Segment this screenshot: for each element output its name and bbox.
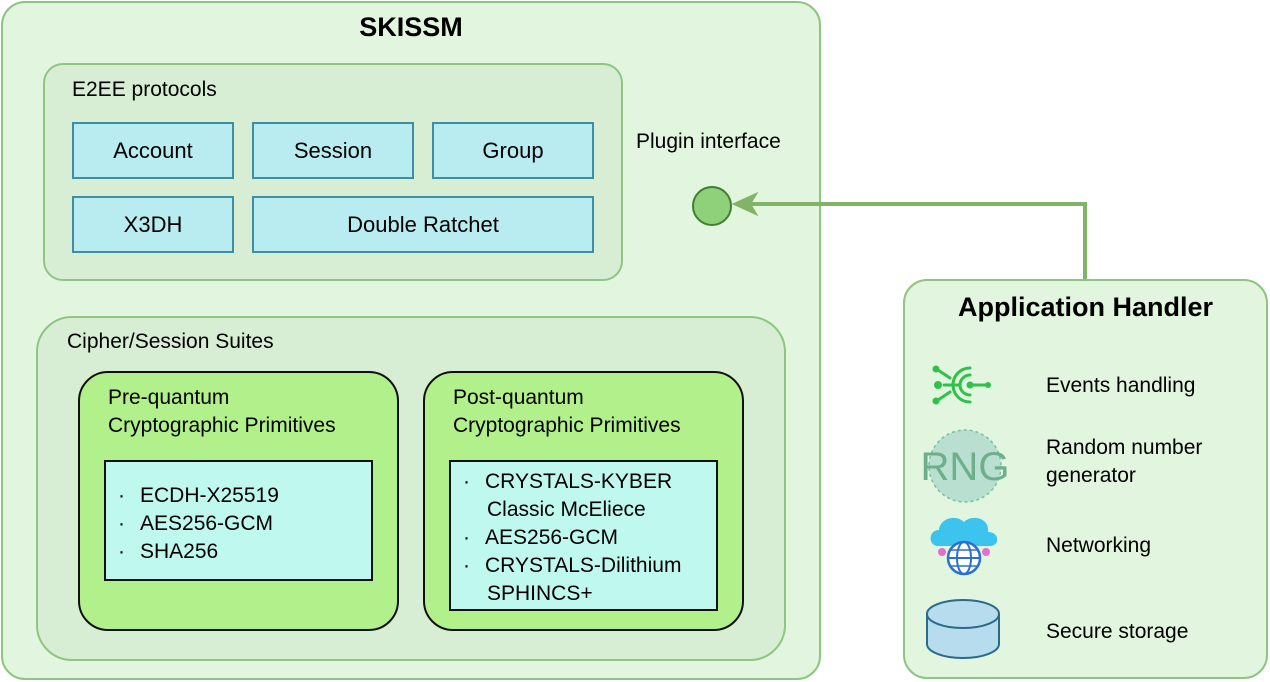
post-quantum-title-line2: Cryptographic Primitives (453, 414, 681, 437)
bullet: · (118, 512, 125, 535)
protocol-x3dh: X3DH (72, 196, 234, 253)
database-icon (926, 599, 1000, 659)
algorithm-name: CRYSTALS-Dilithium (485, 554, 682, 577)
protocol-group: Group (432, 122, 594, 179)
bullet: · (463, 526, 470, 549)
post-quantum-algorithm-list: · CRYSTALS-KYBER Classic McEliece · AES256… (449, 460, 718, 611)
rng-icon: RNG (921, 429, 1010, 503)
protocol-session: Session (252, 122, 414, 179)
bullet: · (463, 470, 470, 493)
protocol-account: Account (72, 122, 234, 179)
algorithm-name: AES256-GCM (485, 526, 619, 549)
algorithm-name: CRYSTALS-KYBER (485, 470, 673, 493)
algorithm-name: ECDH-X25519 (140, 484, 279, 507)
algorithm-item-continued: SPHINCS+ (451, 580, 716, 608)
algorithm-name: AES256-GCM (140, 512, 274, 535)
rng-label-line1: Random number (1046, 436, 1203, 459)
algorithm-name: Classic McEliece (487, 498, 646, 521)
algorithm-name: SPHINCS+ (487, 582, 593, 605)
plugin-interface-label: Plugin interface (636, 130, 781, 153)
algorithm-item: · CRYSTALS-Dilithium (451, 552, 716, 580)
algorithm-item: · AES256-GCM (451, 524, 716, 552)
events-handling-label: Events handling (1046, 374, 1196, 397)
pre-quantum-algorithm-list: · ECDH-X25519 · AES256-GCM · SHA256 (104, 460, 373, 581)
pre-quantum-title-line1: Pre-quantum (108, 386, 230, 409)
algorithm-name: SHA256 (140, 540, 219, 563)
skissm-title: SKISSM (359, 12, 463, 42)
secure-storage-label: Secure storage (1046, 620, 1189, 643)
plugin-interface-port (692, 186, 732, 226)
rng-icon-text: RNG (921, 445, 1010, 489)
post-quantum-title: Post-quantum Cryptographic Primitives (453, 384, 681, 440)
protocol-double-ratchet: Double Ratchet (252, 196, 594, 253)
algorithm-item: · ECDH-X25519 (106, 482, 371, 510)
algorithm-item-continued: Classic McEliece (451, 496, 716, 524)
algorithm-item: · CRYSTALS-KYBER (451, 468, 716, 496)
bullet: · (118, 540, 125, 563)
cipher-session-suites-label: Cipher/Session Suites (67, 330, 274, 353)
application-handler-title: Application Handler (957, 292, 1214, 322)
bullet: · (118, 484, 125, 507)
networking-icon (930, 517, 998, 576)
rng-label-line2: generator (1046, 464, 1136, 487)
algorithm-item: · SHA256 (106, 538, 371, 566)
random-number-generator-label: Random number generator (1046, 434, 1202, 490)
e2ee-protocols-label: E2EE protocols (72, 78, 217, 101)
post-quantum-title-line1: Post-quantum (453, 386, 584, 409)
bullet: · (463, 554, 470, 577)
pre-quantum-title-line2: Cryptographic Primitives (108, 414, 336, 437)
networking-label: Networking (1046, 534, 1152, 557)
events-handling-icon (932, 365, 991, 405)
algorithm-item: · AES256-GCM (106, 510, 371, 538)
pre-quantum-title: Pre-quantum Cryptographic Primitives (108, 384, 336, 440)
